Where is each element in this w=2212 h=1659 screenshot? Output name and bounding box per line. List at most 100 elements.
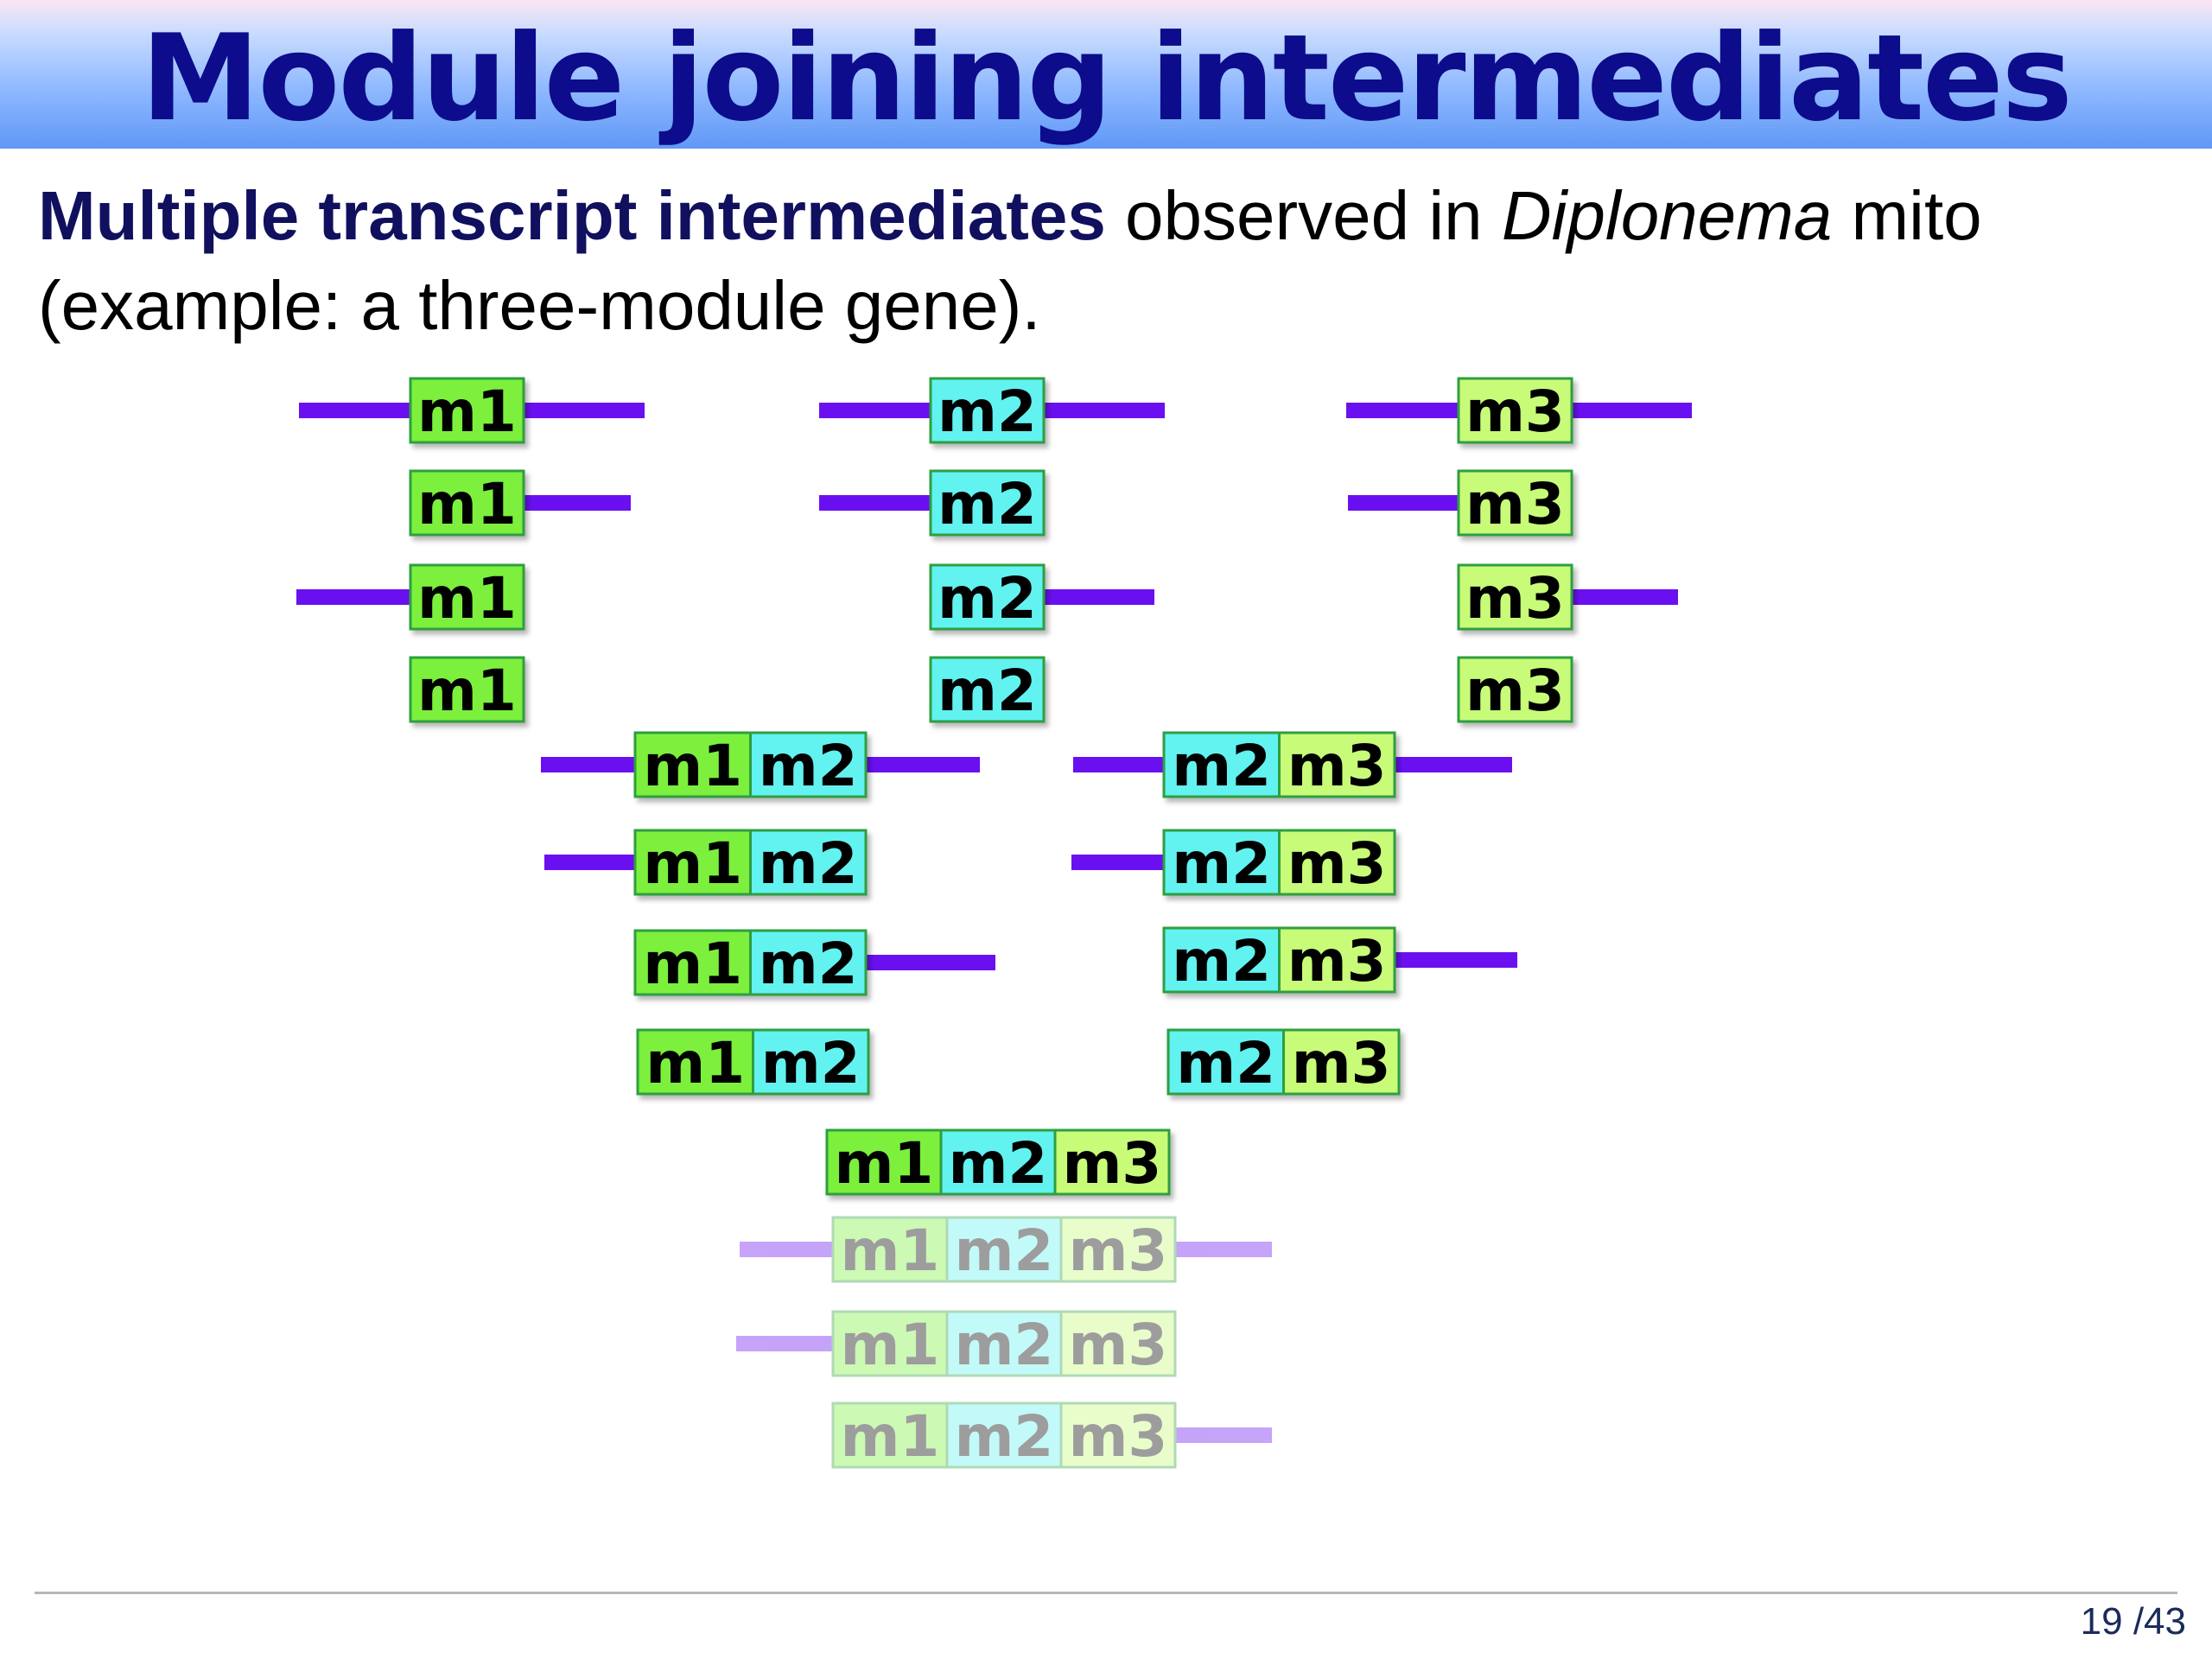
utr-tail-right (1572, 589, 1678, 605)
module-label-m1: m1 (643, 733, 742, 799)
module-block (929, 377, 1046, 444)
module-label-m2: m2 (938, 378, 1037, 445)
module-label-m1: m1 (417, 565, 517, 632)
transcript-row: m2 (819, 469, 1046, 537)
module-box-m2 (929, 656, 1046, 723)
module-box-m2 (1166, 1028, 1285, 1096)
module-block (929, 563, 1046, 631)
module-label-m1: m1 (841, 1312, 940, 1378)
module-box-m2 (945, 1310, 1063, 1377)
module-box-m3 (1278, 731, 1396, 798)
module-label-m1: m1 (417, 378, 517, 445)
module-block (831, 1216, 1177, 1283)
module-label-m3: m3 (1069, 1403, 1168, 1470)
module-box-m3 (1457, 377, 1573, 444)
module-block (636, 1028, 870, 1096)
transcript-row: m1 m2 (541, 731, 980, 799)
utr-tail-left (299, 403, 410, 418)
footer-divider (35, 1592, 2177, 1594)
module-box-m3 (1278, 829, 1396, 896)
module-block (633, 731, 868, 798)
module-box-m3 (1059, 1402, 1177, 1469)
module-label-m2: m2 (1172, 830, 1271, 897)
utr-tail-right (1572, 403, 1692, 418)
transcript-row: m3 (1348, 469, 1573, 537)
module-block (1457, 469, 1573, 537)
module-block (1162, 731, 1396, 798)
module-block (1162, 926, 1396, 994)
utr-tail-right (866, 955, 995, 970)
module-box-m1 (633, 731, 752, 798)
module-label-m1: m1 (643, 931, 742, 997)
module-label-m2: m2 (949, 1130, 1048, 1197)
subtitle-text-1: observed in (1105, 177, 1502, 254)
module-block (409, 469, 525, 537)
module-box-m2 (945, 1216, 1063, 1283)
utr-tail-left (1073, 757, 1164, 772)
module-box-m2 (752, 1028, 870, 1096)
module-box-m3 (1457, 563, 1573, 631)
transcript-row: m1 (296, 563, 525, 632)
utr-tail-right (1044, 589, 1154, 605)
module-label-m1: m1 (417, 658, 517, 724)
module-box-m2 (939, 1128, 1057, 1196)
module-label-m1: m1 (841, 1217, 940, 1284)
utr-tail-right (1175, 1427, 1272, 1443)
utr-tail-right (524, 403, 645, 418)
page-total: /43 (2133, 1600, 2186, 1643)
module-label-m3: m3 (1069, 1217, 1168, 1284)
module-label-m2: m2 (955, 1312, 1054, 1378)
module-box-m3 (1053, 1128, 1171, 1196)
module-box-m1 (636, 1028, 754, 1096)
transcript-row: m2 (929, 656, 1046, 724)
transcript-row: m3 (1457, 563, 1678, 632)
module-box-m2 (1162, 829, 1281, 896)
module-box-m3 (1457, 469, 1573, 537)
module-box-m2 (929, 377, 1046, 444)
utr-tail-left (819, 495, 931, 511)
module-label-m2: m2 (759, 733, 858, 799)
module-block (633, 829, 868, 896)
module-box-m2 (749, 731, 868, 798)
module-block (929, 656, 1046, 723)
module-label-m1: m1 (417, 471, 517, 537)
module-label-m3: m3 (1465, 565, 1565, 632)
module-box-m1 (633, 929, 752, 996)
title-bar (0, 0, 2212, 149)
module-box-m3 (1282, 1028, 1401, 1096)
module-label-m2: m2 (955, 1217, 1054, 1284)
module-box-m3 (1457, 656, 1573, 723)
module-label-m1: m1 (645, 1030, 745, 1096)
module-block (1162, 829, 1396, 896)
utr-tail-right (866, 757, 980, 772)
module-label-m2: m2 (955, 1403, 1054, 1470)
module-box-m2 (945, 1402, 1063, 1469)
module-label-m3: m3 (1292, 1030, 1391, 1096)
subtitle-bold: Multiple transcript intermediates (38, 177, 1106, 254)
utr-tail-left (736, 1336, 833, 1351)
module-box-m2 (749, 929, 868, 996)
module-box-m1 (409, 377, 525, 444)
module-box-m2 (929, 563, 1046, 631)
module-label-m2: m2 (938, 658, 1037, 724)
transcript-row: m3 (1457, 656, 1573, 724)
utr-tail-left (544, 855, 635, 870)
module-block (409, 656, 525, 723)
module-box-m3 (1059, 1310, 1177, 1377)
module-block (825, 1128, 1171, 1196)
module-block (409, 377, 525, 444)
module-box-m1 (409, 563, 525, 631)
utr-tail-left (1071, 855, 1164, 870)
module-label-m3: m3 (1287, 928, 1387, 995)
module-box-m1 (633, 829, 752, 896)
module-block (1457, 377, 1573, 444)
module-box-m1 (831, 1310, 949, 1377)
utr-tail-left (740, 1242, 833, 1257)
